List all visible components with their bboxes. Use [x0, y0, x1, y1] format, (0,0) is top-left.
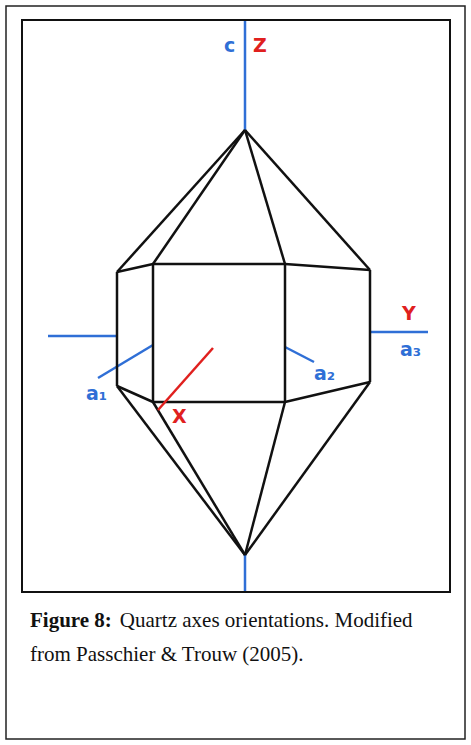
- quartz-crystal: [117, 130, 370, 555]
- axis-label: Y: [402, 304, 416, 323]
- axis-label: Z: [253, 36, 267, 55]
- prism-top: [117, 264, 370, 272]
- pyramid-edge: [245, 402, 285, 555]
- pyramid-edge: [245, 130, 285, 264]
- pyramid-edge: [117, 130, 245, 272]
- prism-bottom: [117, 382, 370, 402]
- axis-label: a₂: [314, 364, 335, 383]
- pyramid-edge: [245, 130, 370, 270]
- a1-axis: [98, 345, 153, 378]
- figure-caption-block: Figure 8:Quartz axes orientations. Modif…: [30, 603, 440, 671]
- c-axis-bottom: [244, 555, 247, 591]
- outer-frame: [6, 6, 465, 739]
- axis-label: a₃: [400, 340, 421, 359]
- prism-edge: [152, 264, 155, 402]
- x-axis: [158, 348, 213, 410]
- pyramid-edge: [153, 130, 245, 264]
- c-axis-top: [244, 21, 247, 130]
- pyramid-edge: [245, 382, 370, 555]
- axis-label: a₁: [86, 384, 107, 403]
- pyramid-edge: [153, 402, 245, 555]
- prism-edge: [369, 270, 372, 382]
- prism-edge: [116, 272, 119, 386]
- a2-axis: [285, 347, 314, 362]
- axis-label: c: [224, 36, 235, 55]
- figure-number: Figure 8:: [30, 608, 112, 632]
- figure-frame: [22, 20, 450, 592]
- crystal-axes: [48, 21, 428, 591]
- a3-axis: [370, 331, 428, 334]
- a1-axis-back: [48, 335, 117, 338]
- pyramid-edge: [117, 386, 245, 555]
- prism-edge: [284, 264, 287, 402]
- axis-label: X: [172, 407, 187, 426]
